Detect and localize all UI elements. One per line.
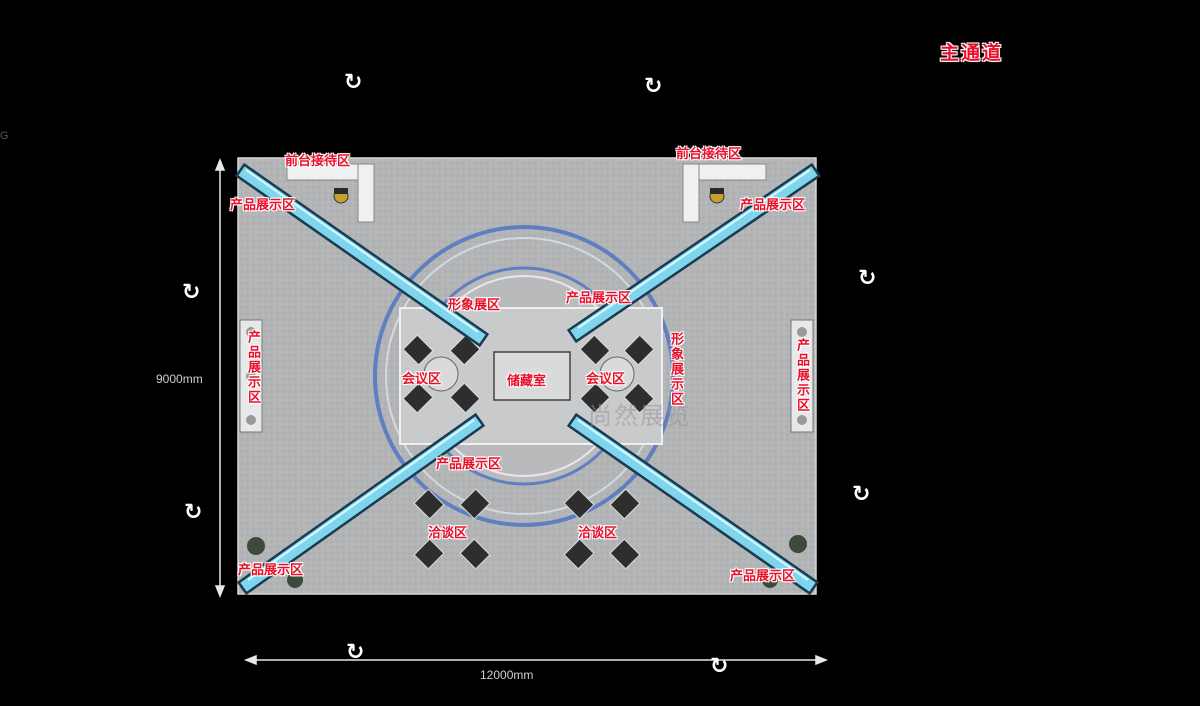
- diagonal-beam-bottom-left: [236, 412, 486, 596]
- meeting-chairs-right: [579, 334, 655, 414]
- diagonal-beam-top-left: [234, 162, 490, 348]
- negotiation-chairs-right: [563, 488, 641, 570]
- flow-arrow-icon-top-left: ↻: [344, 70, 363, 95]
- storage-room: [493, 351, 571, 401]
- label-image-right: 形象展示区: [668, 332, 683, 407]
- label-meeting-right: 会议区: [586, 372, 626, 387]
- label-negotiation-left: 洽谈区: [428, 526, 468, 541]
- label-product-top-right: 产品展示区: [740, 198, 806, 213]
- negotiation-chairs-left: [413, 488, 491, 570]
- label-product-top-left: 产品展示区: [230, 198, 296, 213]
- flow-arrow-icon-bottom-right: ↻: [710, 654, 729, 679]
- reception-counter-right: [682, 163, 767, 223]
- width-dimension-line: [243, 654, 829, 666]
- plant-decorations: [247, 535, 807, 588]
- height-dimension-line: [214, 157, 226, 599]
- main-aisle-label: 主通道: [940, 42, 1004, 64]
- label-meeting-left: 会议区: [402, 372, 442, 387]
- label-image-top: 形象展区: [448, 298, 501, 313]
- flow-arrow-icon-left-lower: ↻: [184, 500, 203, 525]
- label-product-center-top: 产品展示区: [566, 291, 632, 306]
- label-product-left-wall: 产品展示区: [245, 330, 260, 405]
- left-wall-cabinet: [239, 319, 263, 433]
- label-reception-right: 前台接待区: [676, 147, 742, 162]
- corner-mark: G: [0, 130, 9, 142]
- flow-arrow-icon-right-lower: ↻: [852, 482, 871, 507]
- width-dimension-text: 12000mm: [480, 668, 534, 682]
- height-dimension-text: 9000mm: [156, 372, 203, 386]
- watermark: 尚然展览: [588, 402, 692, 430]
- reception-counter-left: [286, 163, 375, 223]
- label-storage: 储藏室: [507, 374, 547, 389]
- outer-ring: [373, 225, 675, 527]
- label-product-center-bottom: 产品展示区: [436, 457, 502, 472]
- flow-arrow-icon-bottom-left: ↻: [346, 640, 365, 665]
- label-product-bottom-left: 产品展示区: [238, 563, 304, 578]
- label-reception-left: 前台接待区: [285, 154, 351, 169]
- label-negotiation-right: 洽谈区: [578, 526, 618, 541]
- flow-arrow-icon-top-right: ↻: [644, 74, 663, 99]
- diagonal-beam-top-right: [566, 162, 822, 344]
- diagonal-beam-bottom-right: [566, 412, 820, 596]
- label-product-bottom-right: 产品展示区: [730, 569, 796, 584]
- flow-arrow-icon-right-upper: ↻: [858, 266, 877, 291]
- meeting-chairs-left: [402, 334, 481, 414]
- flow-arrow-icon-left-upper: ↻: [182, 280, 201, 305]
- label-product-right-wall: 产品展示区: [794, 338, 809, 413]
- right-wall-cabinet: [790, 319, 814, 433]
